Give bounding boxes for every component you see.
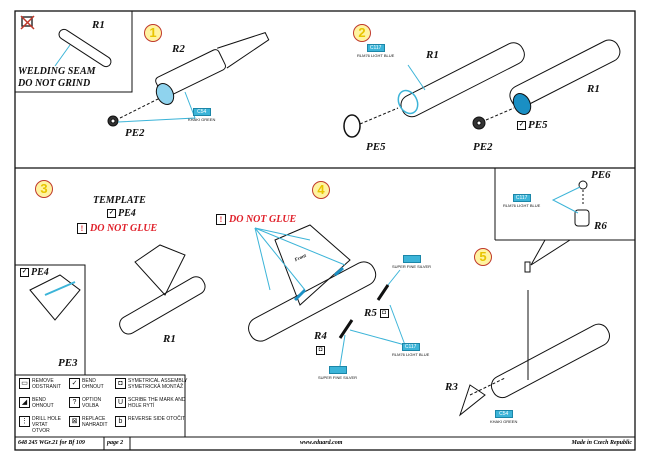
bend-icon: ✓ [69,378,80,389]
bend-icon: ✓ [517,120,526,130]
pe5-bend-label: ✓PE5 [517,119,548,131]
do-not-icon [20,15,35,30]
legend-label: OPTION VOLBA [82,397,102,409]
bend-cross-icon: ◢ [19,397,30,408]
step-5-marker: 5 [474,248,492,266]
legend-label: REPLACE NAHRADIT [82,416,108,428]
do-not-grind-note: DO NOT GRIND [18,78,91,89]
paint-callout-silver-bottom: SUPER FINE SILVER [318,366,357,381]
template-title: TEMPLATE [93,195,146,206]
legend-label: SYMETRICAL ASSEMBLY SYMETRICKÁ MONTÁŽ [128,378,188,390]
r2-shell [155,32,270,98]
step3-r1-label: R1 [163,333,176,345]
r1-right-label: R1 [587,83,600,95]
legend-label: REMOVE ODSTRANIT [32,378,61,390]
legend-label: DRILL HOLE VRTAT OTVOR [32,416,61,434]
footer-made-in: Made in Czech Republic [571,440,632,446]
r1-left-label: R1 [426,49,439,61]
pe5-ring-label: PE5 [366,141,386,153]
footer-page: page 2 [107,440,124,446]
pe2-label: PE2 [125,127,145,139]
warning-icon: ! [216,214,226,225]
legend-label: BEND OHNOUT [82,378,104,390]
legend-label: BEND OHNOUT [32,397,54,409]
r2-label: R2 [172,43,185,55]
reverse-icon: b [115,416,126,427]
symmetrical-icon: ◘ [316,346,325,355]
symmetrical-icon: ◘ [115,378,126,389]
warning-icon: ! [77,223,87,234]
legend-label: SCRIBE THE MARK AND HOLE RYTÍ [128,397,186,409]
legend-label: REVERSE SIDE OTOČIT [128,416,186,422]
remove-icon: ▭ [19,378,30,389]
pe2-disc-label: PE2 [473,141,493,153]
score-icon: U [115,397,126,408]
step-1-marker: 1 [144,24,162,42]
footer-url: www.eduard.com [300,440,343,446]
pe6-label: PE6 [591,169,611,181]
drill-icon: ⋮ [19,416,30,427]
step4-warning: !DO NOT GLUE [216,214,296,225]
template-pe4-label: ✓PE4 [107,208,136,219]
option-icon: ? [69,397,80,408]
replace-icon: ⊠ [69,416,80,427]
r3-label: R3 [445,381,458,393]
inset-pe4-label: ✓PE4 [20,267,49,278]
welding-seam-note: WELDING SEAM [18,66,96,77]
step-3-marker: 3 [35,180,53,198]
paint-callout-silver-top: SUPER FINE SILVER [392,255,431,270]
symmetrical-icon: ◘ [379,308,389,318]
inset-r1-label: R1 [92,19,105,31]
r4-label: R4 [314,330,327,342]
pe3-label: PE3 [58,357,78,369]
r5-label: R5 ◘ [364,308,391,319]
footer-product-code: 648 245 WGr.21 for Bf 109 [18,440,85,446]
r6-label: R6 [594,220,607,232]
step3-warning: !DO NOT GLUE [77,223,157,234]
bend-icon: ✓ [20,268,29,278]
step-4-marker: 4 [312,181,330,199]
step-2-marker: 2 [353,24,371,42]
symbol-legend: ▭REMOVE ODSTRANIT✓BEND OHNOUT◘SYMETRICAL… [15,375,188,437]
inset-r1-tube [58,28,112,68]
bend-icon: ✓ [107,209,116,219]
